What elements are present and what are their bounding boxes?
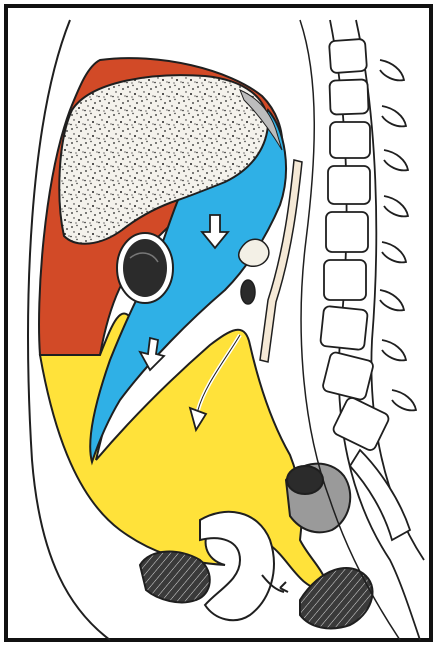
rectum-loop — [286, 464, 350, 533]
dark-organ — [117, 233, 173, 303]
